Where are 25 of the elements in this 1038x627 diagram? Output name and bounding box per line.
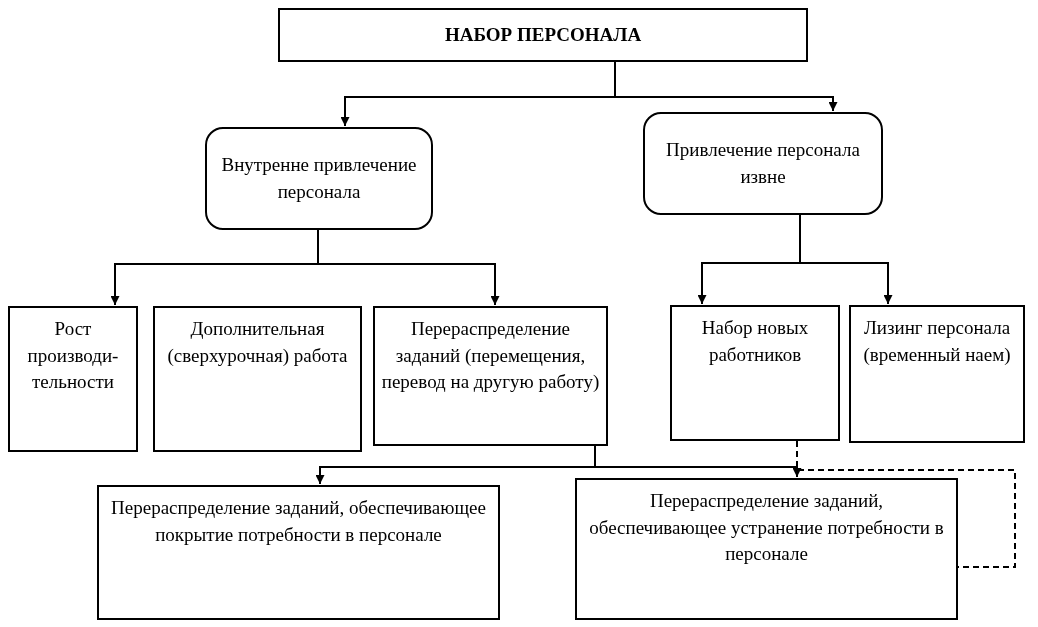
box-text: Перераспределение заданий, обеспечивающее устранение потребности в персонале [588,489,945,567]
arrow [614,61,838,112]
box-text: Набор новых работников [700,316,810,367]
process-box [97,485,500,620]
dashed-connector [796,440,1016,568]
process-box [373,306,608,446]
process-box [278,8,808,62]
rounded-box [643,112,883,215]
arrow [594,445,802,478]
box-text: Привлечение персонала извне [665,137,861,189]
process-box [575,478,958,620]
rounded-box [205,127,433,230]
box-text: Рост производи-тельности [26,317,120,395]
process-box [8,306,138,452]
arrow [317,229,500,306]
process-box [849,305,1025,443]
process-box [670,305,840,441]
box-text: Перераспределение заданий (перемещения, перевод на другую работу) [381,317,600,395]
arrow [799,214,893,305]
process-box [153,306,362,452]
box-text: Лизинг персонала (временный наем) [862,316,1012,367]
heading-text: НАБОР ПЕРСОНАЛА [444,22,642,47]
box-text: Дополнительная (сверхурочная) работа [166,317,349,368]
box-text: Внутренне привлечение персонала [220,152,418,204]
box-text: Перераспределение заданий, обеспечивающее покрытие потребности в персонале [110,496,487,547]
